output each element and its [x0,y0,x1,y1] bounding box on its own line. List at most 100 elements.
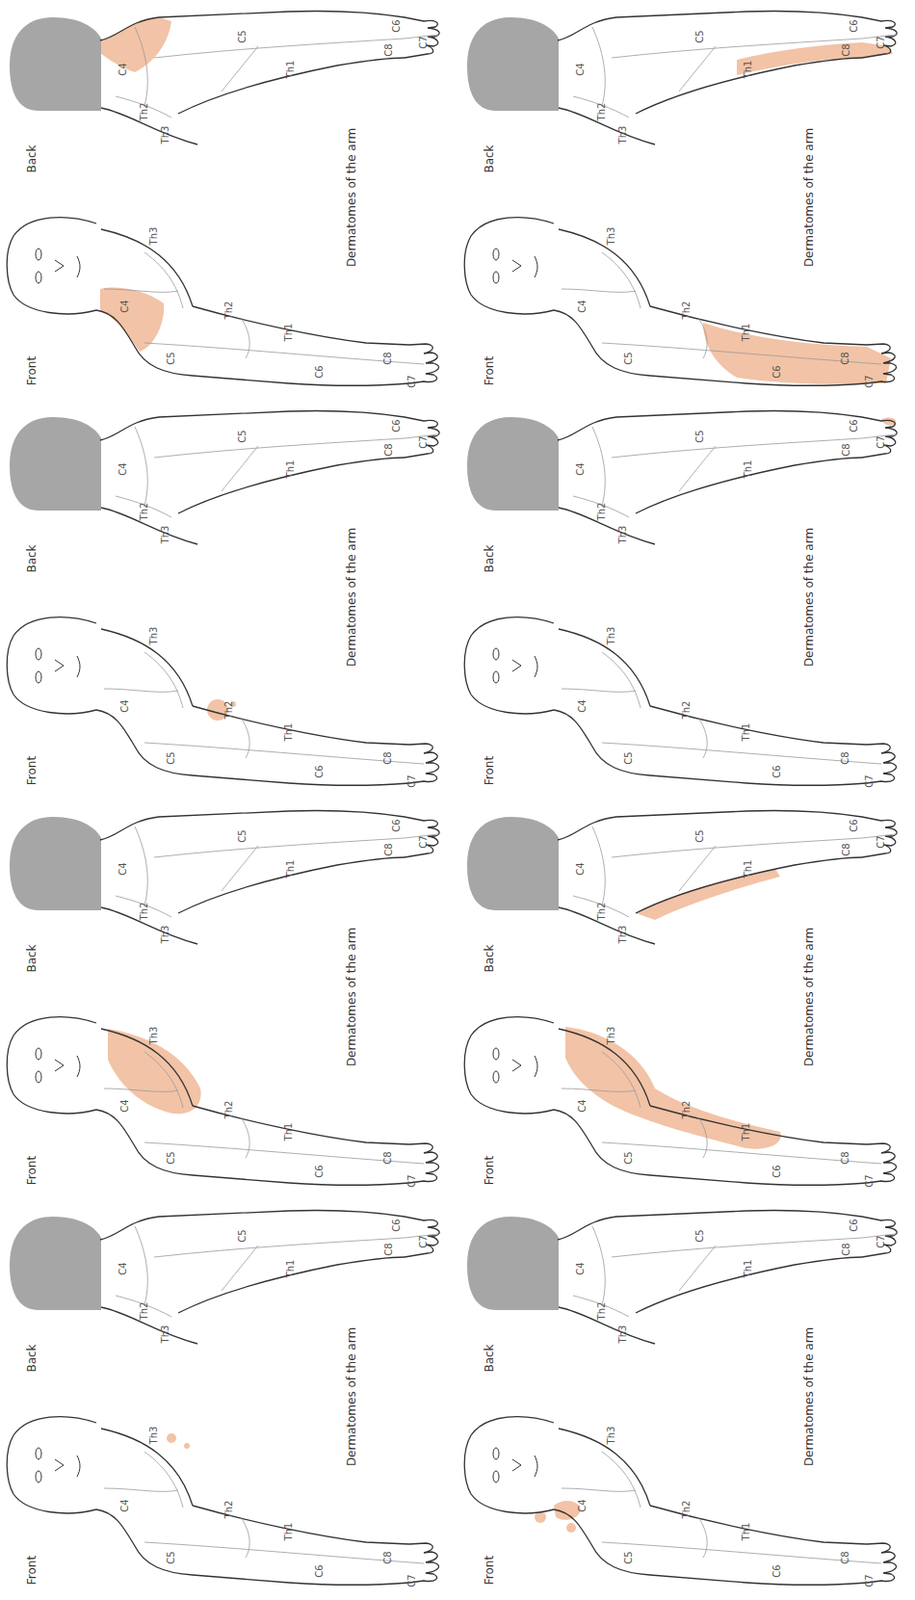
dermatome-label: C5 [166,1550,177,1564]
dermatome-label: C5 [695,1228,706,1242]
dermatome-label: C4 [575,62,586,76]
dermatome-label: Th3 [149,1426,159,1445]
dermatome-label: Th3 [160,1325,171,1344]
dermatome-label: C7 [407,1573,418,1587]
dermatome-label: C7 [876,1234,887,1248]
dermatome-label: C6 [314,1564,325,1577]
dermatome-label: C4 [118,1261,129,1275]
dermatome-label: Th3 [618,925,628,944]
dermatome-label: C4 [577,1498,588,1512]
dermatome-label: Th3 [618,525,628,545]
dermatome-label: C8 [383,1550,393,1564]
dermatome-label: Th3 [149,627,159,646]
dermatome-label: Th3 [160,126,171,145]
dermatome-label: C6 [849,1218,860,1231]
dermatome-label: C4 [575,462,586,475]
view-label: Back [26,144,38,173]
dermatome-label: C4 [120,1098,131,1112]
dermatome-label: C8 [841,443,852,456]
shaded-area [100,17,172,73]
dermatome-label: Th2 [224,301,235,320]
dermatome-label: C6 [314,365,325,378]
dermatome-label: Th3 [606,1426,617,1445]
dermatome-label: C6 [772,1164,783,1177]
dermatome-label: C8 [840,751,851,764]
dermatome-label: Th3 [149,227,159,246]
dermatome-label: C4 [120,1498,131,1512]
dermatome-label: Th2 [681,701,692,720]
dermatome-label: Th3 [149,1026,159,1046]
dermatome-label: C8 [840,351,851,365]
dermatome-label: Th2 [224,1500,235,1519]
dermatome-label: C5 [237,429,248,443]
dermatome-label: Th1 [286,460,296,479]
dermatome-label: C8 [384,43,394,56]
dermatome-label: Th2 [597,902,607,921]
dermatome-label: Th2 [139,1302,150,1321]
dermatome-label: C7 [864,1573,875,1587]
dermatome-label: C5 [695,429,706,443]
shaded-area [565,1026,782,1150]
view-label: Front [483,1155,496,1185]
shaded-area [736,42,893,76]
dermatome-label: C8 [383,751,393,764]
dermatome-label: Th3 [606,1026,617,1046]
shaded-area [183,1442,190,1449]
dermatome-label: C8 [384,1242,394,1255]
shaded-area [566,1522,576,1533]
dermatome-label: Th2 [597,502,607,522]
panel-caption: Dermatomes of the arm [345,128,358,267]
dermatome-label: Th1 [284,723,294,742]
dermatome-label: C5 [695,29,706,43]
panel-caption: Dermatomes of the arm [803,128,815,267]
dermatome-label: C8 [841,842,852,856]
dermatome-label: C4 [120,299,131,313]
arm-figure [464,810,897,1185]
arm-figure [464,410,897,785]
dermatome-label: C6 [849,418,860,432]
dermatome-label: C4 [118,62,129,76]
arm-figure [6,1209,440,1585]
dermatome-label: C7 [864,774,875,787]
dermatome-label: Th1 [741,1123,752,1142]
dermatome-label: C4 [118,462,129,475]
arm-figure [6,410,440,785]
dermatome-label: Th1 [284,1522,294,1542]
dermatome-label: Th2 [597,1302,607,1321]
dermatome-label: C8 [840,1550,851,1564]
panel-caption: Dermatomes of the arm [345,527,358,667]
dermatome-label: Th2 [224,1100,235,1120]
view-label: Back [26,544,38,573]
shaded-area [635,868,781,920]
shaded-area [703,322,891,385]
dermatome-label: C7 [876,35,887,49]
arm-figure [6,10,440,386]
dermatome-label: Th2 [224,701,235,720]
dermatome-label: Th2 [681,301,692,320]
view-label: Front [26,756,38,785]
panel-caption: Dermatomes of the arm [345,1327,358,1466]
view-label: Front [483,756,496,785]
dermatome-label: Th1 [286,60,296,79]
view-label: Front [26,1555,38,1585]
dermatome-label: C4 [577,299,588,313]
dermatome-label: C6 [849,19,860,32]
dermatome-label: C4 [118,862,129,875]
dermatome-label: C5 [237,829,248,842]
view-label: Front [483,356,496,386]
view-label: Front [26,1155,38,1185]
dermatome-label: Th3 [160,525,171,545]
dermatome-label: C5 [624,1550,634,1564]
dermatome-label: C5 [166,751,177,764]
dermatome-label: Th2 [597,103,607,122]
dermatome-label: C8 [841,43,852,56]
dermatome-label: C4 [120,699,131,712]
panel-caption: Dermatomes of the arm [803,927,815,1067]
dermatome-label: C4 [577,1098,588,1112]
dermatome-label: Th3 [160,925,171,944]
arm-figure [464,1209,897,1585]
dermatome-label: C6 [772,365,783,378]
dermatome-label: Th3 [618,126,628,145]
dermatome-label: C7 [407,774,418,787]
